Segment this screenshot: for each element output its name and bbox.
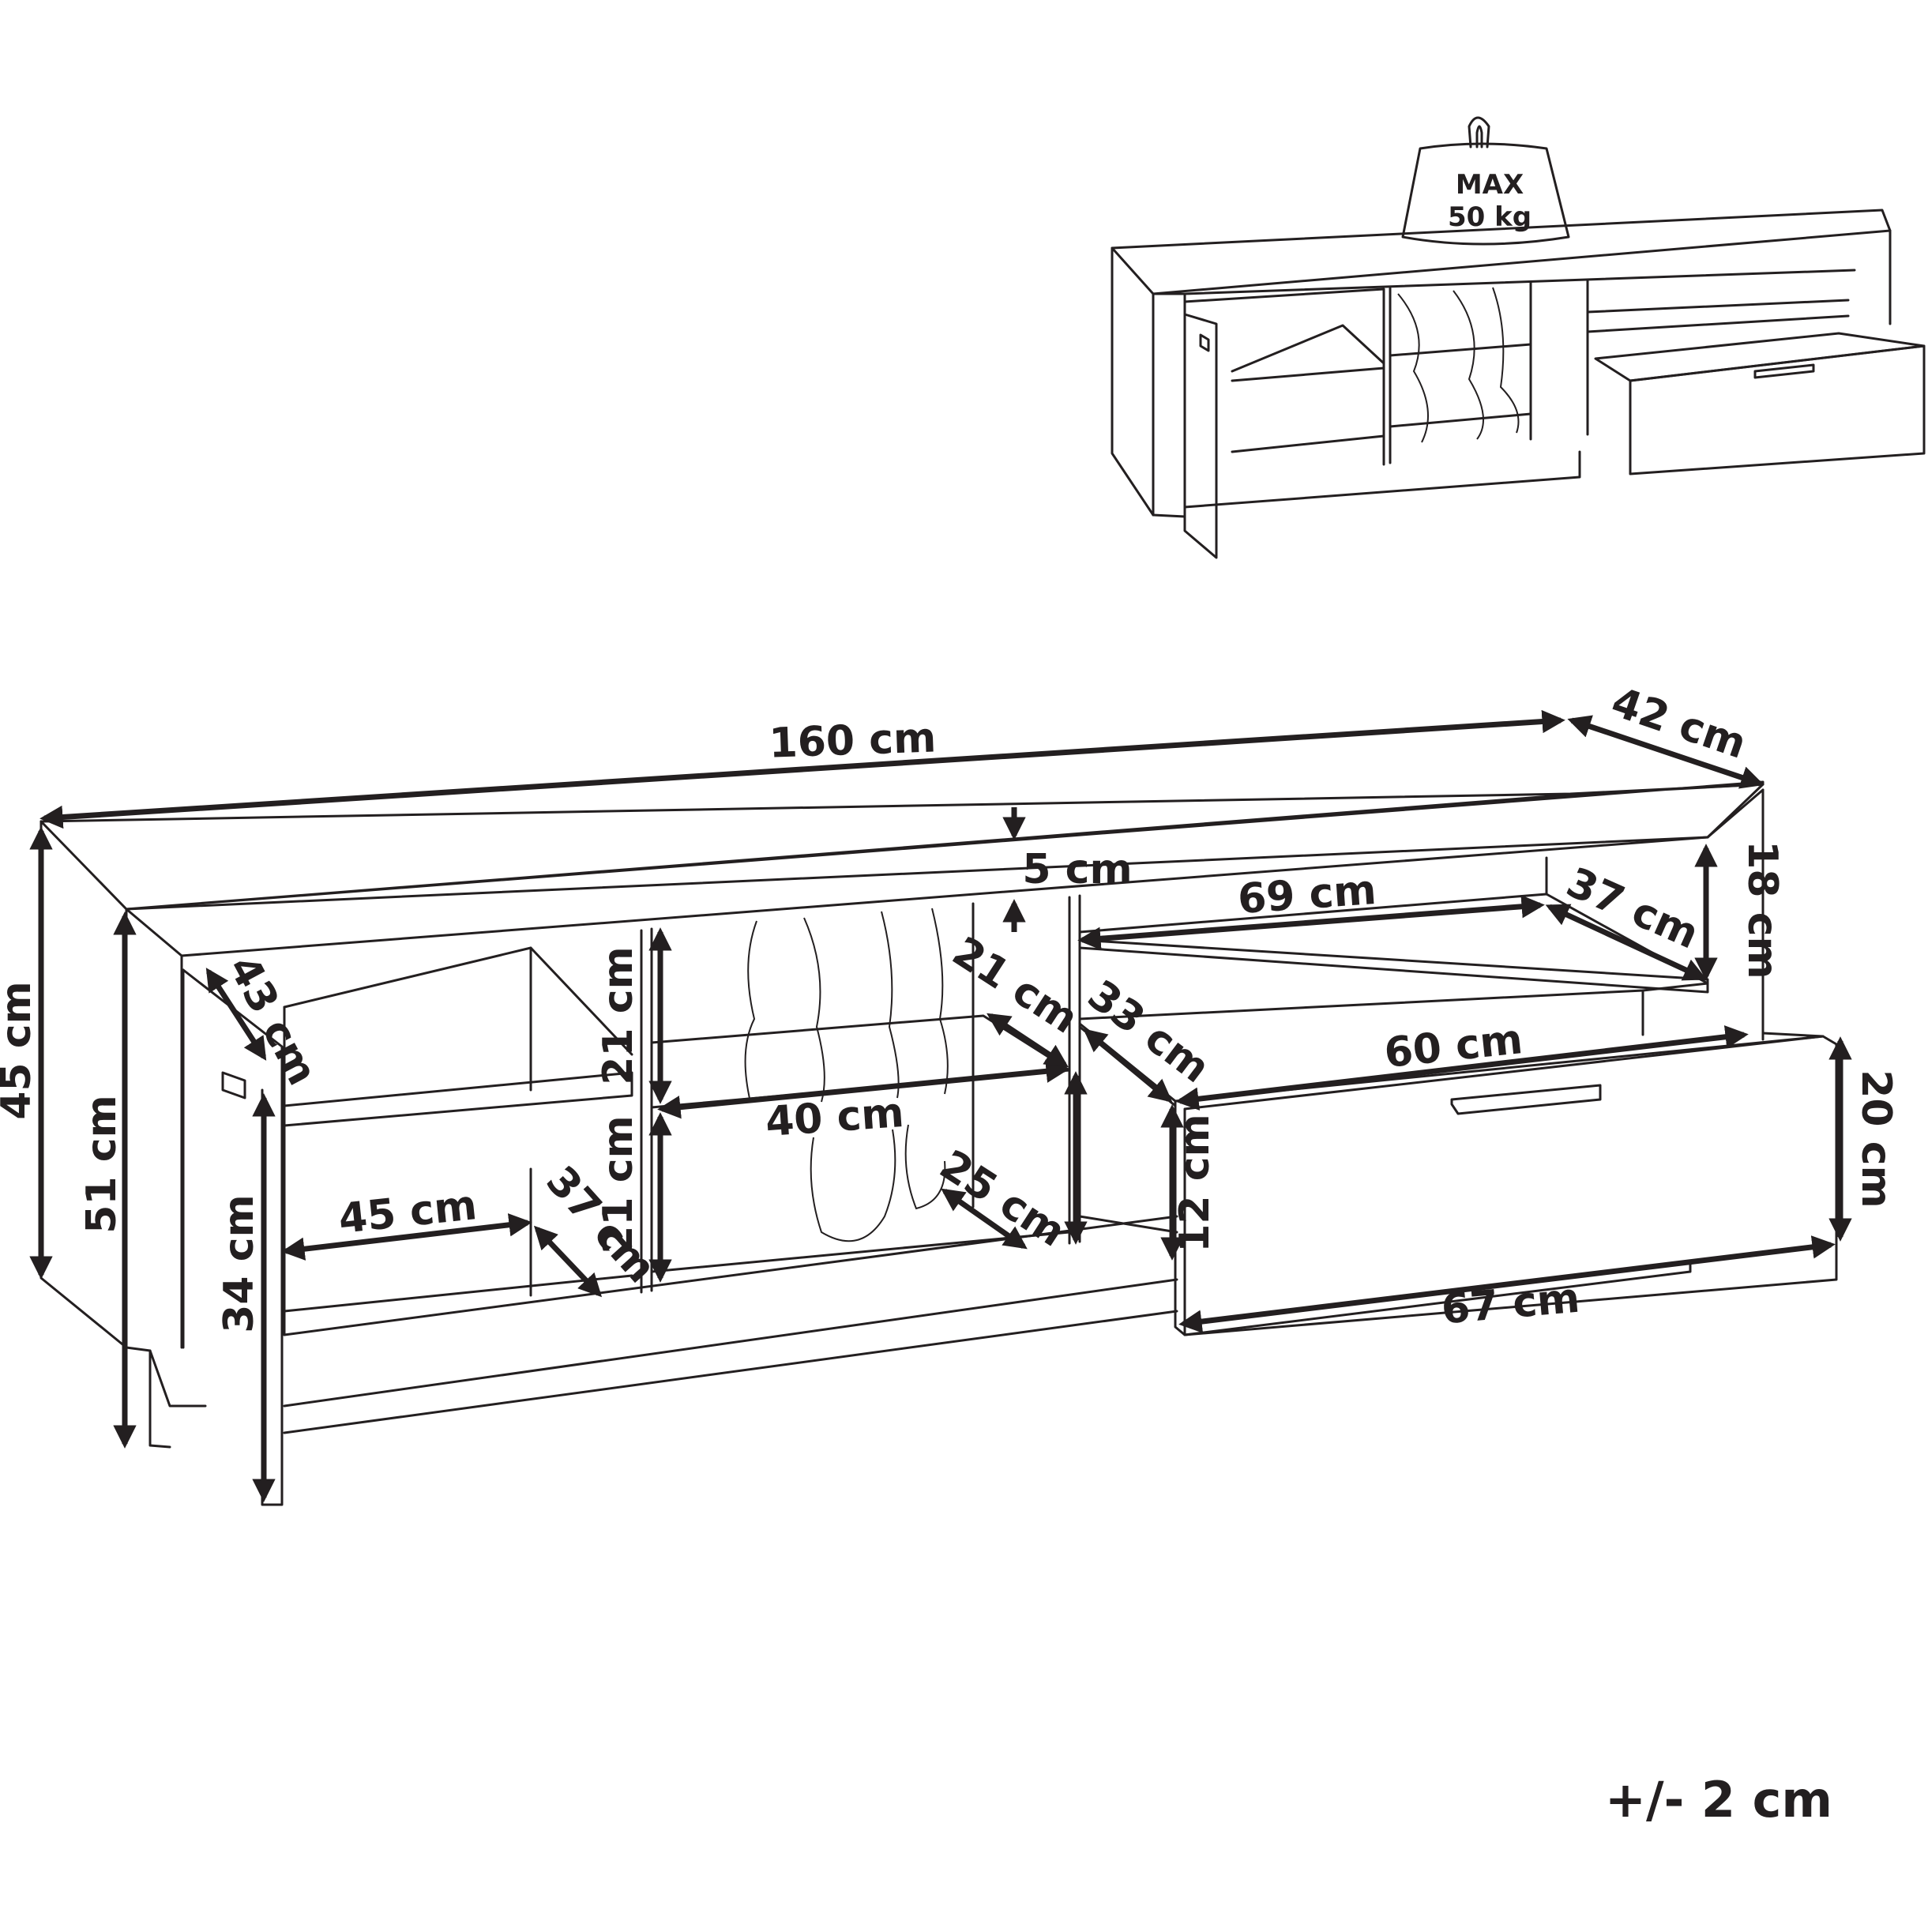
right-upper-height-label: 18 cm <box>1738 840 1786 979</box>
top-thickness-label: 5 cm <box>1022 846 1132 893</box>
body-height-label: 51 cm <box>78 1095 126 1233</box>
middle-upper-height-label: 21 cm <box>595 946 642 1084</box>
weight-bag-icon: MAX 50 kg <box>1401 116 1570 246</box>
drawer-inner-width-arrow <box>1175 1025 1749 1111</box>
right-upper-width-label: 69 cm <box>1236 866 1377 923</box>
weight-limit-line1: MAX <box>1456 169 1524 201</box>
middle-bottom-depth-arrow <box>941 1188 1028 1250</box>
left-inner-width-label: 45 cm <box>336 1182 479 1243</box>
middle-shelf-depth-arrow <box>987 1013 1069 1068</box>
door-height-label: 34 cm <box>216 1194 263 1332</box>
width-arrow <box>39 709 1565 829</box>
width-label: 160 cm <box>769 714 938 767</box>
tolerance-note: +/- 2 cm <box>1605 1771 1832 1829</box>
drawer-depth-arrow <box>1083 1028 1173 1103</box>
drawer-front-height-label: 20 cm <box>1852 1069 1900 1208</box>
door-width-arrow <box>205 968 267 1061</box>
drawer-front-width-arrow <box>1178 1235 1836 1333</box>
left-inner-width-arrow <box>281 1213 532 1261</box>
thumbnail-illustration: MAX 50 kg <box>1111 116 1926 559</box>
right-upper-width-arrow <box>1077 895 1545 950</box>
door-width-label: 43 cm <box>219 948 325 1092</box>
middle-width-arrow <box>657 1059 1069 1119</box>
right-upper-depth-arrow <box>1545 904 1708 981</box>
drawer-inner-height-label: 12 cm <box>1171 1114 1219 1252</box>
dimension-arrows <box>29 709 1852 1502</box>
middle-shelf-depth-label: 21 cm <box>944 928 1086 1043</box>
depth-arrow <box>1567 715 1765 789</box>
overall-height-label: 45 cm <box>0 981 40 1119</box>
drawer-depth-label: 33 cm <box>1079 972 1218 1093</box>
middle-width-label: 40 cm <box>764 1089 905 1146</box>
left-inner-depth-arrow <box>533 1225 603 1298</box>
thumbnail-stand <box>1111 209 1926 559</box>
drawer-front-width-label: 67 cm <box>1439 1275 1581 1334</box>
middle-lower-height-label: 21 cm <box>595 1115 642 1254</box>
